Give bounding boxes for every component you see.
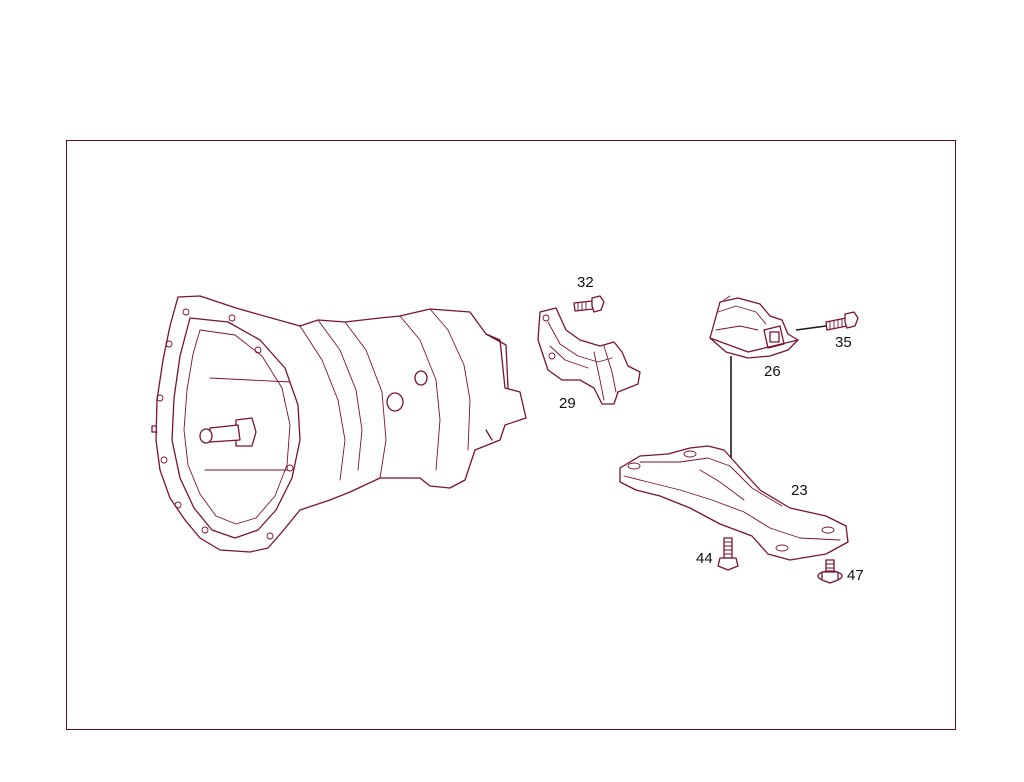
rubber-mount-26[interactable]: 26 xyxy=(709,295,799,380)
callout-29: 29 xyxy=(559,395,576,412)
crossmember-23[interactable]: 23 xyxy=(619,445,849,561)
bolt-32[interactable]: 32 xyxy=(573,274,605,313)
callout-35: 35 xyxy=(835,334,852,351)
callout-32: 32 xyxy=(577,274,594,291)
callout-47: 47 xyxy=(847,567,864,584)
callout-44: 44 xyxy=(696,550,713,567)
bolt-44[interactable]: 44 xyxy=(696,537,739,571)
transmission-housing[interactable] xyxy=(151,295,527,553)
mounting-bracket-29[interactable]: 29 xyxy=(537,307,641,412)
callout-26: 26 xyxy=(764,363,781,380)
callout-23: 23 xyxy=(791,482,808,499)
bolt-35[interactable]: 35 xyxy=(795,311,859,351)
bolt-47[interactable]: 47 xyxy=(817,559,864,584)
